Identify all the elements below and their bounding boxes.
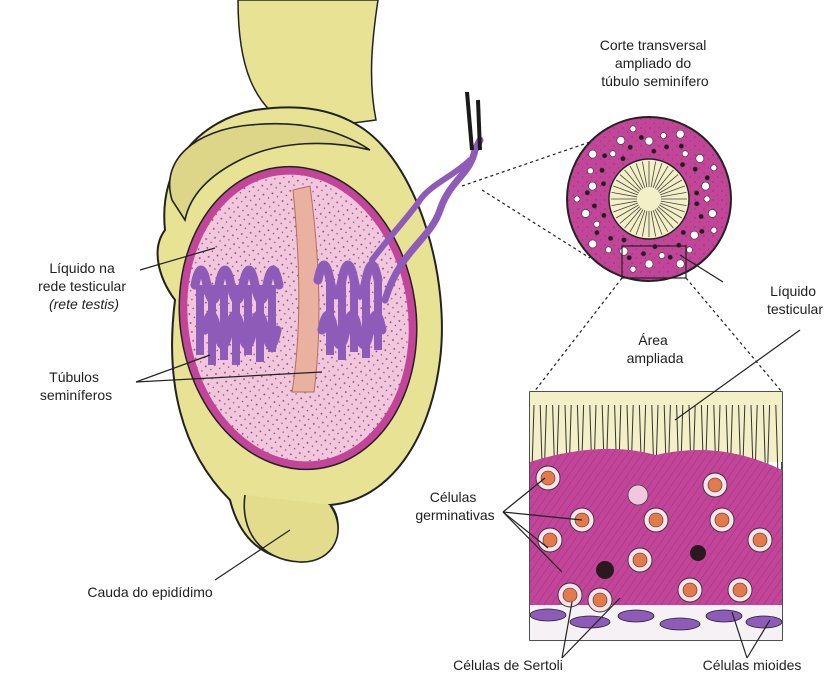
testicular-fluid-label: Líquido testicular xyxy=(767,283,823,317)
ring-nucleus xyxy=(602,153,606,157)
ring-cell xyxy=(620,247,628,255)
ring-cell xyxy=(605,247,611,253)
ring-cell xyxy=(588,182,596,190)
cut-duct-end xyxy=(467,92,480,150)
ring-nucleus xyxy=(600,168,604,172)
ring-cell xyxy=(582,209,590,217)
germ-cell-nucleus xyxy=(753,533,767,547)
ring-cell xyxy=(589,240,597,248)
germ-cell-nucleus xyxy=(708,478,722,492)
ring-nucleus xyxy=(677,243,681,247)
ring-nucleus xyxy=(680,162,684,166)
germ-cell-nucleus xyxy=(683,583,697,597)
ring-cell xyxy=(645,260,653,268)
ring-nucleus xyxy=(681,230,685,234)
germ-cell-nucleus xyxy=(541,471,555,485)
ring-nucleus xyxy=(668,255,672,259)
pale-cell xyxy=(628,485,648,505)
ring-cell xyxy=(702,182,710,190)
ring-cell xyxy=(587,168,593,174)
cross-section-title: Corte transversal ampliado do túbulo sem… xyxy=(600,37,710,89)
ring-nucleus xyxy=(595,230,599,234)
tubules-label: Túbulos seminíferos xyxy=(40,369,112,403)
ring-nucleus xyxy=(627,256,631,260)
enlarged-area-label: Área ampliada xyxy=(627,332,684,366)
ring-nucleus xyxy=(652,149,656,153)
ring-nucleus xyxy=(700,229,704,233)
ring-nucleus xyxy=(664,145,668,149)
ring-cell xyxy=(690,231,698,239)
ring-cell xyxy=(610,151,616,157)
ring-nucleus xyxy=(621,156,625,160)
ring-nucleus xyxy=(641,252,645,256)
epididymis-tail xyxy=(244,495,338,562)
ring-cell xyxy=(660,133,666,139)
ring-nucleus xyxy=(585,191,589,195)
ring-cell xyxy=(630,266,636,272)
ring-cell xyxy=(711,165,717,171)
ring-nucleus xyxy=(693,167,697,171)
epididymis-tail-label: Cauda do epidídimo xyxy=(87,584,213,600)
ring-nucleus xyxy=(608,236,612,240)
ring-nucleus xyxy=(639,135,643,139)
germ-cell-nucleus xyxy=(715,513,729,527)
testis-illustration xyxy=(158,0,480,562)
rete-testis-label: Líquido na rede testicular (rete testis) xyxy=(38,260,130,312)
ring-cell xyxy=(696,154,704,162)
ring-nucleus xyxy=(699,214,703,218)
ring-nucleus xyxy=(622,238,626,242)
ring-cell xyxy=(617,136,625,144)
myoid-cells-label: Células mioides xyxy=(703,657,802,673)
germ-cell-nucleus xyxy=(593,593,607,607)
ring-nucleus xyxy=(628,145,632,149)
ring-cell xyxy=(676,260,684,268)
ring-cell xyxy=(676,130,684,138)
ring-cell xyxy=(574,196,580,202)
ring-nucleus xyxy=(592,204,596,208)
ring-nucleus xyxy=(602,213,606,217)
ring-cell xyxy=(704,196,710,202)
enlarged-area-box xyxy=(530,392,782,640)
ring-nucleus xyxy=(653,244,657,248)
ring-nucleus xyxy=(695,202,699,206)
ring-cell xyxy=(589,150,597,158)
germ-cell-nucleus xyxy=(543,533,557,547)
tubule-cross-section xyxy=(567,117,731,281)
germ-cells-label: Células germinativas xyxy=(415,489,494,523)
ring-nucleus xyxy=(601,182,605,186)
germ-cell-nucleus xyxy=(649,513,663,527)
ring-cell xyxy=(708,209,716,217)
germ-cell-nucleus xyxy=(563,588,577,602)
ring-nucleus xyxy=(679,144,683,148)
ring-cell xyxy=(711,227,717,233)
sertoli-cells-label: Células de Sertoli xyxy=(453,657,563,673)
ring-cell xyxy=(645,137,653,145)
ring-nucleus xyxy=(694,191,698,195)
germ-cell-nucleus xyxy=(733,583,747,597)
germ-cell-nucleus xyxy=(633,553,647,567)
ring-nucleus xyxy=(705,176,709,180)
ring-cell xyxy=(687,247,693,253)
ring-cell xyxy=(659,253,665,259)
ring-cell xyxy=(630,126,636,132)
ring-cell xyxy=(682,151,688,157)
ring-cell xyxy=(594,221,600,227)
